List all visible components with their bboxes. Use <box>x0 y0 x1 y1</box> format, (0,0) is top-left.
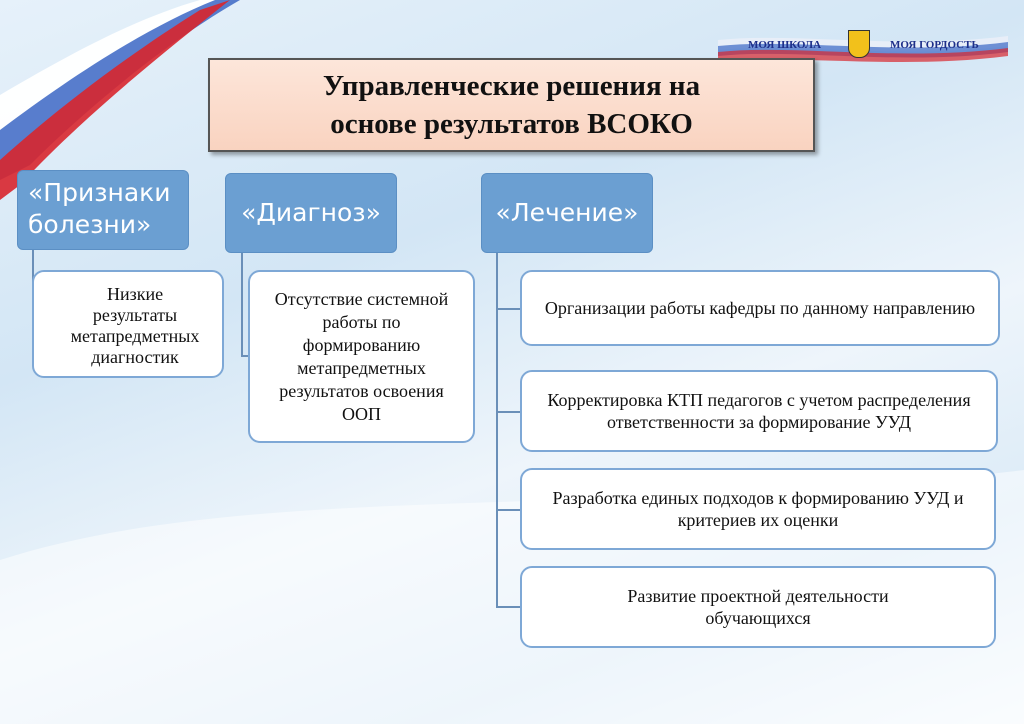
connector <box>496 253 498 608</box>
page-title: Управленческие решения на основе результ… <box>208 58 815 152</box>
treatment-item: Корректировка КТП педагогов с учетом рас… <box>520 370 998 452</box>
symptom-item: Низкие результаты метапредметных диагнос… <box>32 270 224 378</box>
connector <box>496 606 520 608</box>
logo-left-text: МОЯ ШКОЛА <box>748 39 822 51</box>
logo-right-text: МОЯ ГОРДОСТЬ <box>890 39 979 51</box>
treatment-item: Организации работы кафедры по данному на… <box>520 270 1000 346</box>
connector <box>496 411 520 413</box>
connector <box>496 308 520 310</box>
header-diagnosis: «Диагноз» <box>225 173 397 253</box>
header-treatment: «Лечение» <box>481 173 653 253</box>
header-symptoms: «Признаки болезни» <box>17 170 189 250</box>
connector <box>241 253 243 357</box>
treatment-item: Развитие проектной деятельности обучающи… <box>520 566 996 648</box>
connector <box>241 355 249 357</box>
connector <box>496 509 520 511</box>
school-logo-banner: МОЯ ШКОЛА МОЯ ГОРДОСТЬ <box>718 28 1008 64</box>
coat-of-arms-icon <box>848 30 870 58</box>
diagnosis-item: Отсутствие системной работы по формирова… <box>248 270 475 443</box>
treatment-item: Разработка единых подходов к формировани… <box>520 468 996 550</box>
